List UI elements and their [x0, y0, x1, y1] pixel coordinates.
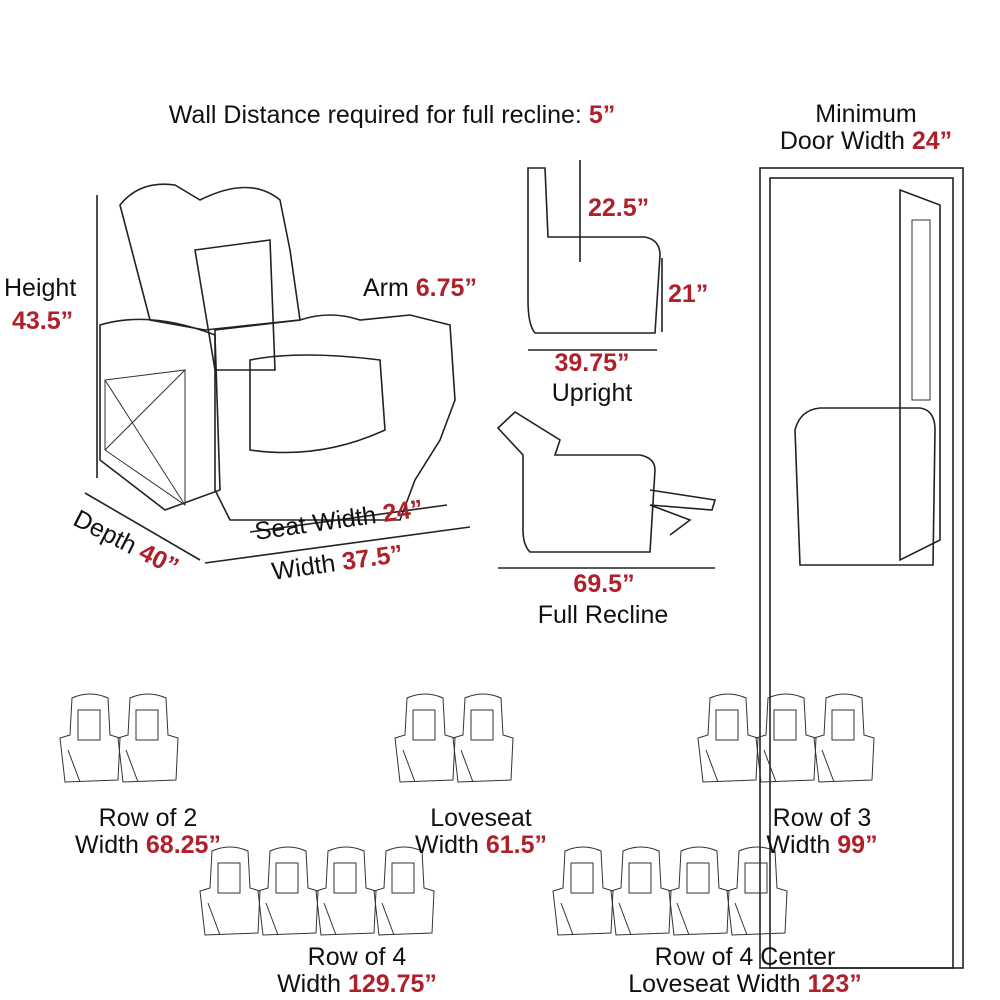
- seat-sketch: [117, 693, 179, 783]
- arm-dimension: Arm 6.75”: [363, 276, 477, 301]
- row-configurations-illustrations: [59, 693, 875, 936]
- wall-distance-label: Wall Distance required for full recline:: [168, 101, 582, 129]
- full-recline-label: Full Recline: [537, 601, 669, 629]
- seat-sketch: [552, 846, 614, 936]
- seat-sketch: [315, 846, 377, 936]
- config-name: Loveseat: [430, 804, 532, 832]
- depth-dimension-line: [84, 492, 201, 561]
- config-sketch: [552, 846, 788, 936]
- recline-depth-value: 69.5”: [573, 570, 635, 598]
- config-width: Loveseat Width 123”: [628, 972, 862, 997]
- width-dimension-line: [204, 526, 471, 564]
- config-width: Width 61.5”: [415, 833, 547, 858]
- seat-sketch: [755, 693, 817, 783]
- config-name: Row of 3: [772, 804, 872, 832]
- seat-sketch: [813, 693, 875, 783]
- seat-sketch: [668, 846, 730, 936]
- upright-side-view: [527, 160, 663, 351]
- main-chair-illustration: [84, 183, 471, 564]
- door-frame-illustration: [759, 167, 964, 969]
- arm-value: 6.75”: [415, 274, 477, 302]
- door-min-label: Minimum: [815, 100, 917, 128]
- config-sketch: [199, 846, 435, 936]
- config-width-label: Loveseat Width: [628, 970, 801, 998]
- seat-sketch: [697, 693, 759, 783]
- door-width-value: 24”: [911, 127, 953, 155]
- config-name: Row of 2: [98, 804, 198, 832]
- door-width: Door Width 24”: [780, 129, 952, 154]
- wall-distance-title: Wall Distance required for full recline:…: [169, 103, 615, 128]
- config-sketch: [697, 693, 875, 783]
- seat-height-value: 21”: [668, 280, 709, 308]
- config-width: Width 68.25”: [75, 833, 221, 858]
- seat-sketch: [373, 846, 435, 936]
- seat-width-dimension-line: [249, 504, 448, 533]
- door-width-label: Door Width: [779, 127, 905, 155]
- seat-sketch: [59, 693, 121, 783]
- height-label: Height: [4, 274, 77, 302]
- upright-depth-value: 39.75”: [554, 349, 630, 377]
- config-width: Width 129.75”: [277, 972, 437, 997]
- config-width-label: Width: [766, 831, 831, 859]
- wall-distance-value: 5”: [588, 101, 616, 129]
- config-width-value: 61.5”: [485, 831, 548, 859]
- config-name: Row of 4: [307, 943, 407, 971]
- config-width-label: Width: [75, 831, 139, 859]
- upright-label: Upright: [551, 379, 633, 407]
- back-height-value: 22.5”: [588, 194, 650, 222]
- config-width-value: 68.25”: [145, 831, 221, 859]
- full-recline-side-view: [496, 410, 717, 569]
- height-value: 43.5”: [12, 307, 74, 335]
- seat-sketch: [257, 846, 319, 936]
- config-name: Row of 4 Center: [654, 943, 836, 971]
- seat-width-value: 24”: [380, 494, 425, 528]
- config-width-value: 99”: [837, 831, 878, 859]
- arm-label: Arm: [363, 274, 409, 302]
- config-width-value: 123”: [807, 970, 862, 998]
- config-sketch: [394, 693, 514, 783]
- config-width-value: 129.75”: [347, 970, 437, 998]
- config-width-label: Width: [414, 831, 479, 859]
- config-sketch: [59, 693, 179, 783]
- seat-sketch: [394, 693, 456, 783]
- config-width-label: Width: [277, 970, 341, 998]
- seat-sketch: [610, 846, 672, 936]
- config-width: Width 99”: [766, 833, 877, 858]
- seat-sketch: [726, 846, 788, 936]
- seat-sketch: [199, 846, 261, 936]
- seat-sketch: [452, 693, 514, 783]
